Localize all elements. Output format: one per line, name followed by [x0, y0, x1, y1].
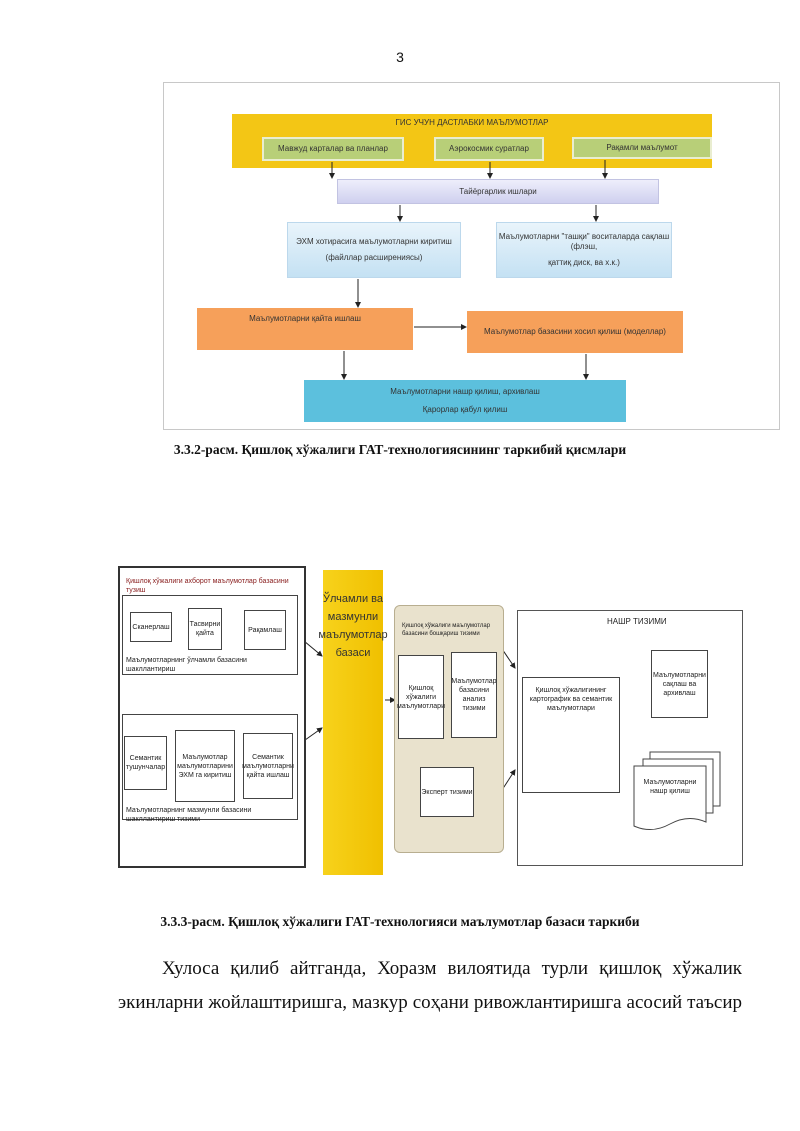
conclusion-line-1: Хулоса қилиб айтганда, Хоразм вилоятида … [162, 958, 742, 979]
data-entry-box: Маълумотлар маълумотларини ЭХМ га кирити… [175, 730, 235, 802]
input-label-1: ЭХМ хотирасига маълумотларни киритиш [296, 237, 452, 246]
source-aerial-box: Аэрокосмик суратлар [434, 137, 544, 161]
output-box: Маълумотларни нашр қилиш, архивлаш Қарор… [304, 380, 626, 422]
storage-label-2: қаттиқ диск, ва х.к.) [548, 258, 620, 267]
semantic-concepts-label: Семантик тушунчалар [125, 755, 166, 771]
dbms-title: Қишлоқ хўжалиги маълумотлар базасини бош… [402, 623, 491, 637]
semantic-concepts-box: Семантик тушунчалар [124, 736, 167, 790]
figure2-caption: 3.3.3-расм. Қишлоқ хўжалиги ГАТ-технолог… [160, 914, 640, 929]
scan-box: Сканерлаш [130, 612, 172, 642]
semantic-process-box: Семантик маълумотларни қайта ишлаш [242, 733, 294, 799]
spatial-database-label: Ўлчамли ва мазмунли маълумотлар базаси [318, 593, 388, 659]
semantic-process-label: Семантик маълумотларни қайта ишлаш [242, 753, 294, 779]
source-aerial-label: Аэрокосмик суратлар [449, 144, 529, 153]
source-maps-box: Мавжуд карталар ва планлар [262, 137, 404, 161]
output-label-1: Маълумотларни нашр қилиш, архивлаш [390, 387, 540, 396]
data-entry-label: Маълумотлар маълумотларини ЭХМ га кирити… [177, 753, 233, 779]
spatial-database-column: Ўлчамли ва мазмунли маълумотлар базаси [318, 570, 388, 875]
image-process-label: Тасвирни қайта [189, 621, 221, 637]
figure1-caption: 3.3.2-расм. Қишлоқ хўжалиги ГАТ-технолог… [173, 442, 627, 457]
expert-system-box: Эксперт тизими [420, 767, 474, 817]
database-label: Маълумотлар базасини хосил қилиш (моделл… [484, 327, 666, 336]
storage-label-1: Маълумотларни "ташқи" воситаларда сақлаш… [498, 232, 670, 251]
publishing-title: НАШР ТИЗИМИ [607, 617, 667, 626]
source-maps-label: Мавжуд карталар ва планлар [278, 144, 388, 153]
input-box: ЭХМ хотирасига маълумотларни киритиш (фа… [287, 222, 461, 278]
image-process-box: Тасвирни қайта [188, 608, 222, 650]
prep-box: Тайёргарлик ишлари [337, 179, 659, 204]
expert-system-label: Эксперт тизими [421, 788, 473, 796]
digitize-label: Рақамлаш [248, 626, 282, 634]
digitize-box: Рақамлаш [244, 610, 286, 650]
publish-data-label: Маълумотларни нашр қилиш [643, 779, 697, 795]
carto-semantic-box: Қишлоқ хўжалигининг картографик ва семан… [522, 677, 620, 793]
semantic-row-label: Маълумотларнинг мазмунли базасини шаклла… [126, 807, 252, 823]
carto-semantic-label: Қишлоқ хўжалигининг картографик ва семан… [529, 687, 613, 712]
page-number: 3 [396, 49, 404, 65]
output-label-2: Қарорлар қабул қилиш [422, 405, 508, 414]
agri-data-box: Қишлоқ хўжалиги маълумотлари [397, 655, 445, 739]
source-digital-box: Рақамли маълумот [572, 137, 712, 159]
archive-box: Маълумотларни сақлаш ва архивлаш [651, 650, 708, 718]
storage-box: Маълумотларни "ташқи" воситаларда сақлаш… [496, 222, 672, 278]
processing-box: Маълумотларни қайта ишлаш [197, 308, 413, 350]
info-database-title: Қишлоқ хўжалиги ахборот маълумотлар база… [126, 578, 289, 594]
publish-data-label-box: Маълумотларни нашр қилиш [636, 772, 704, 802]
db-analysis-box: Маълумотлар базасини анализ тизими [451, 652, 497, 738]
database-box: Маълумотлар базасини хосил қилиш (моделл… [467, 311, 683, 353]
conclusion-line-2: экинларни жойлаштиришга, мазкур соҳани р… [118, 992, 742, 1013]
scan-label: Сканерлаш [132, 623, 170, 631]
db-analysis-label: Маълумотлар базасини анализ тизими [451, 678, 497, 712]
source-digital-label: Рақамли маълумот [606, 143, 678, 152]
processing-label: Маълумотларни қайта ишлаш [249, 314, 361, 323]
input-label-2: (файллар расширениясы) [325, 253, 423, 262]
archive-label: Маълумотларни сақлаш ва архивлаш [653, 671, 706, 697]
prep-label: Тайёргарлик ишлари [459, 186, 537, 196]
capture-row-label: Маълумотларнинг ўлчамли базасини шакллан… [126, 657, 247, 673]
gis-source-header-label: ГИС УЧУН ДАСТЛАБКИ МАЪЛУМОТЛАР [395, 118, 549, 127]
agri-data-label: Қишлоқ хўжалиги маълумотлари [397, 684, 445, 710]
